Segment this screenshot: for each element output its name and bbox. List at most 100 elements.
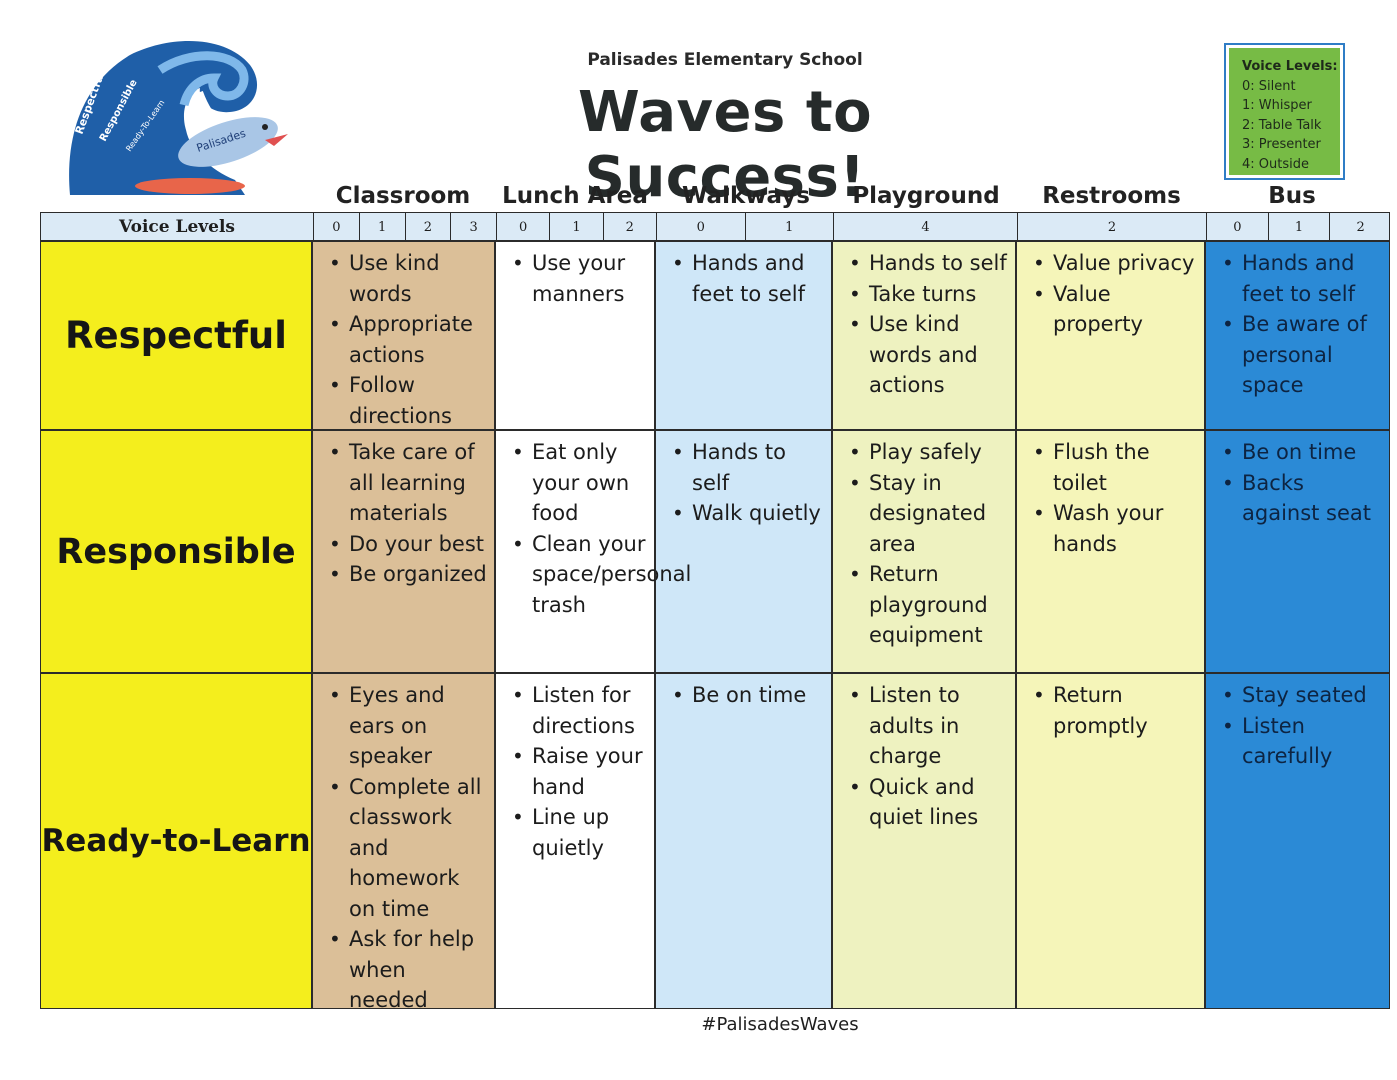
- location-header-classroom: Classroom: [335, 183, 471, 209]
- row-label-respectful: Respectful: [40, 241, 312, 430]
- expectation-item: Hands and feet to self: [1214, 248, 1383, 309]
- expectation-item: Use kind words: [321, 248, 488, 309]
- expectation-item: Eat only your own food: [504, 437, 648, 529]
- expectation-item: Raise your hand: [504, 741, 648, 802]
- voice-level-classroom: 0: [313, 213, 359, 242]
- expectation-list: Return promptly: [1025, 680, 1198, 741]
- voice-level-playground: 4: [833, 213, 1017, 242]
- expectation-list: Listen to adults in chargeQuick and quie…: [841, 680, 1009, 833]
- hashtag: #PalisadesWaves: [701, 1014, 859, 1035]
- expectation-list: Hands to selfTake turnsUse kind words an…: [841, 248, 1009, 401]
- expectation-item: Stay in designated area: [841, 468, 1009, 560]
- expectation-item: Do your best: [321, 529, 488, 560]
- location-header-walkways: Walkways: [682, 183, 810, 209]
- expectation-item: Value property: [1025, 279, 1198, 340]
- cell-responsible-lunch-area: Eat only your own foodClean your space/p…: [495, 430, 691, 673]
- column-band-lunch-area: [495, 241, 655, 1009]
- row-label-ready-to-learn: Ready-to-Learn: [40, 673, 312, 1009]
- dolphin-shape: [178, 117, 278, 167]
- expectation-item: Eyes and ears on speaker: [321, 680, 488, 772]
- expectation-list: Stay seatedListen carefully: [1214, 680, 1383, 772]
- expectation-item: Take care of all learning materials: [321, 437, 488, 529]
- legend-item: 0: Silent: [1242, 78, 1296, 94]
- cell-responsible-walkways: Hands to selfWalk quietly: [655, 430, 832, 673]
- expectation-item: Play safely: [841, 437, 1009, 468]
- column-band-restrooms: [1016, 241, 1205, 1009]
- expectation-item: Clean your space/personal trash: [504, 529, 691, 621]
- expectation-item: Quick and quiet lines: [841, 772, 1009, 833]
- voice-level-lunch-area: 1: [549, 213, 602, 242]
- expectation-list: Play safelyStay in designated areaReturn…: [841, 437, 1009, 651]
- location-header-playground: Playground: [852, 183, 1000, 209]
- expectation-item: Take turns: [841, 279, 1009, 310]
- legend-item: 1: Whisper: [1242, 98, 1312, 113]
- voice-level-classroom: 3: [450, 213, 496, 242]
- expectation-list: Use your manners: [504, 248, 648, 309]
- voice-level-classroom: 2: [404, 213, 451, 242]
- cell-respectful-playground: Hands to selfTake turnsUse kind words an…: [832, 241, 1016, 430]
- expectation-list: Use kind wordsAppropriate actionsFollow …: [321, 248, 488, 431]
- expectations-matrix: Voice Levels01230120142012RespectfulUse …: [40, 212, 1392, 1012]
- expectation-list: Listen for directionsRaise your handLine…: [504, 680, 648, 863]
- school-name: Palisades Elementary School: [587, 50, 863, 70]
- surfboard-shape: [135, 178, 245, 194]
- voice-level-bus: 2: [1329, 213, 1391, 242]
- expectation-item: Listen carefully: [1214, 711, 1383, 772]
- cell-ready-to-learn-classroom: Eyes and ears on speakerComplete all cla…: [312, 673, 495, 1012]
- legend-item: 4: Outside: [1242, 156, 1309, 172]
- expectation-list: Eyes and ears on speakerComplete all cla…: [321, 680, 488, 1016]
- expectation-item: Follow directions: [321, 370, 488, 431]
- school-logo: Respectful Responsible Ready-To-Learn Pa…: [69, 41, 288, 195]
- cell-responsible-playground: Play safelyStay in designated areaReturn…: [832, 430, 1016, 673]
- expectation-item: Stay seated: [1214, 680, 1383, 711]
- expectation-list: Hands and feet to selfBe aware of person…: [1214, 248, 1383, 401]
- cell-ready-to-learn-bus: Stay seatedListen carefully: [1205, 673, 1390, 1009]
- voice-level-bus: 0: [1206, 213, 1268, 242]
- expectation-item: Use your manners: [504, 248, 648, 309]
- voice-level-lunch-area: 0: [496, 213, 549, 242]
- location-header-bus: Bus: [1268, 183, 1316, 209]
- expectation-item: Listen for directions: [504, 680, 648, 741]
- expectation-item: Appropriate actions: [321, 309, 488, 370]
- voice-level-walkways: 1: [744, 213, 834, 242]
- expectation-item: Wash your hands: [1025, 498, 1198, 559]
- cell-ready-to-learn-restrooms: Return promptly: [1016, 673, 1205, 1009]
- cell-responsible-classroom: Take care of all learning materialsDo yo…: [312, 430, 495, 673]
- expectation-list: Hands to selfWalk quietly: [664, 437, 825, 529]
- cell-ready-to-learn-walkways: Be on time: [655, 673, 832, 1009]
- expectation-item: Complete all classwork and homework on t…: [321, 772, 488, 925]
- expectation-item: Ask for help when needed: [321, 924, 488, 1016]
- expectation-list: Be on timeBacks against seat: [1214, 437, 1383, 529]
- expectation-item: Be aware of personal space: [1214, 309, 1383, 401]
- location-header-restrooms: Restrooms: [1042, 183, 1181, 209]
- expectation-item: Walk quietly: [664, 498, 825, 529]
- location-header-lunch-area: Lunch Area: [502, 183, 648, 209]
- legend-item: 3: Presenter: [1242, 137, 1321, 152]
- voice-level-bus: 1: [1267, 213, 1330, 242]
- expectation-list: Hands and feet to self: [664, 248, 825, 309]
- expectation-item: Return playground equipment: [841, 559, 1009, 651]
- cell-ready-to-learn-lunch-area: Listen for directionsRaise your handLine…: [495, 673, 655, 1009]
- expectation-item: Be organized: [321, 559, 488, 590]
- expectation-item: Line up quietly: [504, 802, 648, 863]
- cell-ready-to-learn-playground: Listen to adults in chargeQuick and quie…: [832, 673, 1016, 1009]
- voice-level-walkways: 0: [656, 213, 745, 242]
- cell-responsible-restrooms: Flush the toiletWash your hands: [1016, 430, 1205, 673]
- cell-respectful-restrooms: Value privacyValue property: [1016, 241, 1205, 430]
- expectation-item: Value privacy: [1025, 248, 1198, 279]
- expectation-list: Eat only your own foodClean your space/p…: [504, 437, 691, 621]
- expectation-item: Listen to adults in charge: [841, 680, 1009, 772]
- expectation-list: Take care of all learning materialsDo yo…: [321, 437, 488, 590]
- expectation-list: Value privacyValue property: [1025, 248, 1198, 340]
- expectation-item: Use kind words and actions: [841, 309, 1009, 401]
- legend-title: Voice Levels:: [1242, 59, 1338, 74]
- voice-level-classroom: 1: [358, 213, 405, 242]
- cell-respectful-classroom: Use kind wordsAppropriate actionsFollow …: [312, 241, 495, 430]
- column-band-walkways: [655, 241, 832, 1009]
- legend-item: 2: Table Talk: [1242, 117, 1322, 133]
- expectation-item: Return promptly: [1025, 680, 1198, 741]
- expectation-item: Flush the toilet: [1025, 437, 1198, 498]
- expectation-list: Be on time: [664, 680, 825, 711]
- expectation-list: Flush the toiletWash your hands: [1025, 437, 1198, 559]
